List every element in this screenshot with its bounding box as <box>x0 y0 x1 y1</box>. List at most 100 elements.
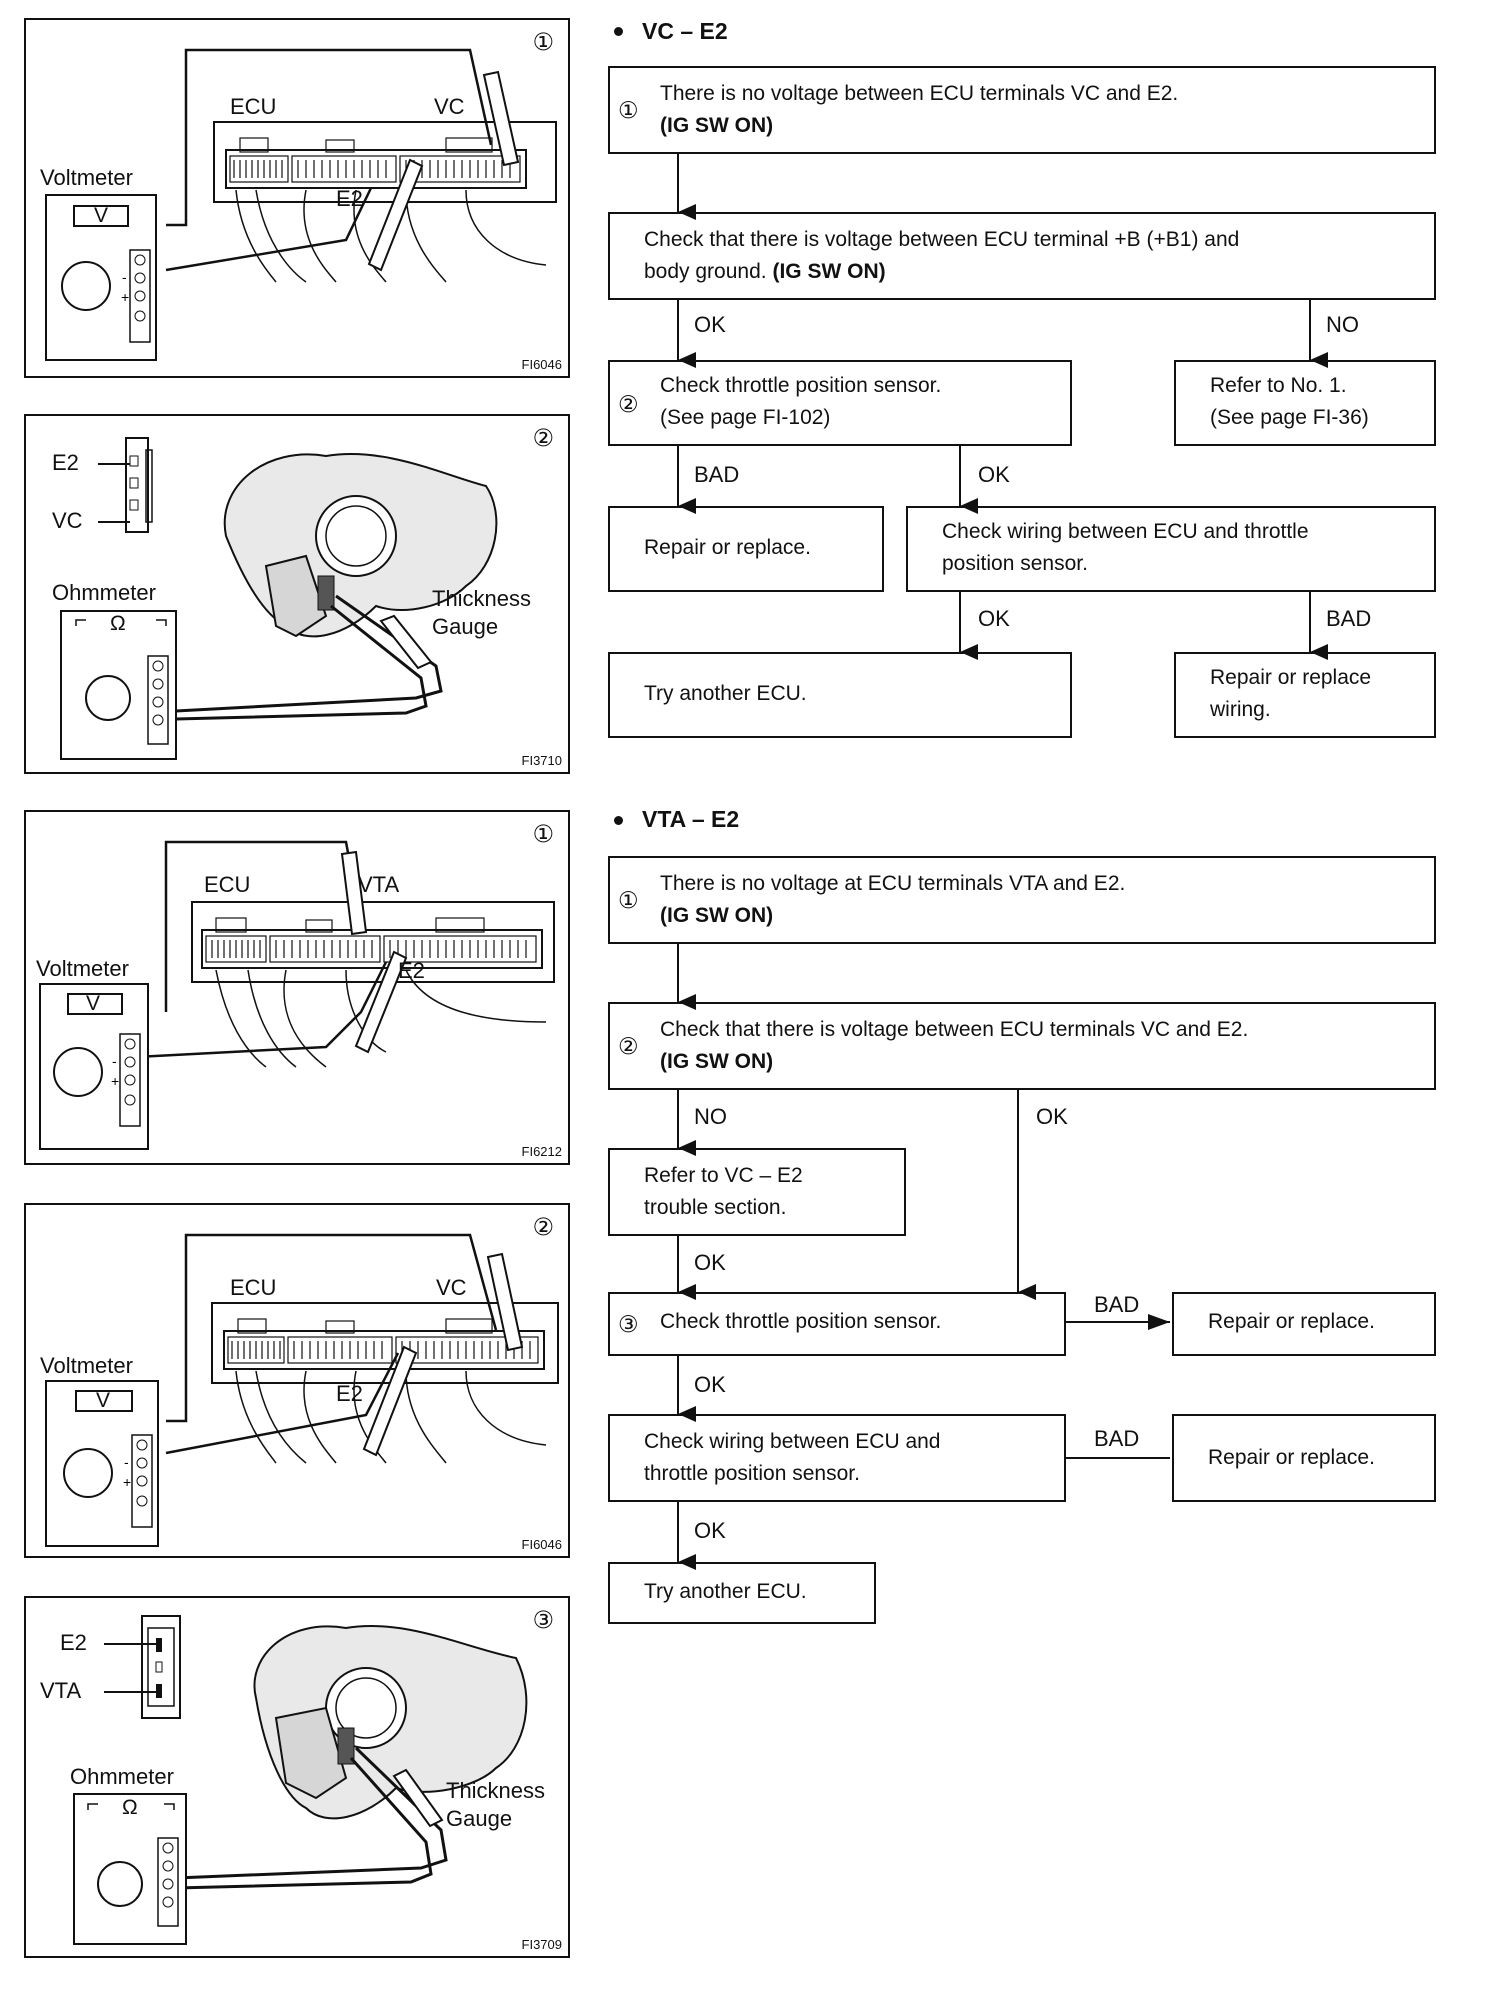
s2-box2-line1: Check that there is voltage between ECU … <box>660 1018 1249 1041</box>
s2-box-repair-replace-1: Repair or replace. <box>1172 1292 1436 1356</box>
s2-box-check-voltage: ② Check that there is voltage between EC… <box>608 1002 1436 1090</box>
s1-box8-line2: wiring. <box>1210 698 1271 721</box>
s2-box-check-wiring: Check wiring between ECU and throttle po… <box>608 1414 1066 1502</box>
s2-box-repair-replace-2: Repair or replace. <box>1172 1414 1436 1502</box>
s1-ok-label-3: OK <box>978 606 1010 631</box>
figure-1-drawing: - + <box>45 48 557 361</box>
svg-text:+: + <box>121 289 129 305</box>
figure-number: ③ <box>532 1607 554 1634</box>
figure-5-ohmmeter-sensor: E2 VTA Ohmmeter Ω Thickness Gauge ③ FI37… <box>24 1596 570 1958</box>
vc-label: VC <box>436 1275 467 1300</box>
s1-box1-line1: There is no voltage between ECU terminal… <box>660 82 1179 105</box>
figure-number: ① <box>532 29 554 56</box>
voltmeter-label: Voltmeter <box>36 956 129 981</box>
figure-number: ① <box>532 821 554 848</box>
svg-text:-: - <box>112 1053 117 1069</box>
s2-ok-label-4: OK <box>694 1518 726 1543</box>
section-2-bullet <box>614 816 623 825</box>
s1-box4-line2: (See page FI-36) <box>1210 406 1369 429</box>
s1-box-check-sensor: ② Check throttle position sensor. (See p… <box>608 360 1072 446</box>
s1-box6-line2: position sensor. <box>942 552 1088 575</box>
s2-bad-label-1: BAD <box>1094 1292 1140 1317</box>
figure-2-ohmmeter-sensor: E2 VC Ohmmeter Ω Thickness Gauge ② FI371… <box>24 414 570 774</box>
s1-box7-line1: Try another ECU. <box>644 682 807 705</box>
ohmmeter-label: Ohmmeter <box>52 580 156 605</box>
vta-label: VTA <box>40 1678 82 1703</box>
s1-box4-line1: Refer to No. 1. <box>1210 374 1347 397</box>
s2-box1-line1: There is no voltage at ECU terminals VTA… <box>660 872 1126 895</box>
s2-no-label-1: NO <box>694 1104 727 1129</box>
s2-ok-label-3: OK <box>694 1372 726 1397</box>
s2-box-try-another-ecu: Try another ECU. <box>608 1562 876 1624</box>
s1-box2-line2a: body ground. <box>644 260 767 283</box>
s1-box5-line1: Repair or replace. <box>644 536 811 559</box>
meter-unit-label: Ω <box>122 1796 138 1819</box>
step-number: ② <box>618 391 639 417</box>
figure-3-voltmeter-ecu: - + ECU VTA E2 Voltmeter V ① FI6212 <box>24 810 570 1165</box>
step-number: ① <box>618 887 639 913</box>
figure-code: FI3710 <box>521 753 562 768</box>
s2-ok-label-2: OK <box>694 1250 726 1275</box>
thickness-gauge-label-1: Thickness <box>432 586 532 611</box>
svg-text:-: - <box>124 1454 129 1470</box>
e2-label: E2 <box>336 1381 363 1406</box>
figure-code: FI6046 <box>521 1537 562 1552</box>
thickness-gauge-label-2: Gauge <box>446 1806 513 1831</box>
figure-number: ② <box>532 425 554 452</box>
figure-code: FI3709 <box>521 1937 562 1952</box>
s1-box-refer-no1: Refer to No. 1. (See page FI-36) <box>1174 360 1436 446</box>
ecu-label: ECU <box>230 1275 277 1300</box>
step-number: ② <box>618 1033 639 1059</box>
ecu-label: ECU <box>204 872 251 897</box>
figure-5-drawing <box>73 1615 528 1945</box>
s1-bad-label-2: BAD <box>1326 606 1372 631</box>
meter-unit-label: V <box>86 992 101 1015</box>
figure-4-voltmeter-ecu: - + ECU VC E2 Voltmeter V ② FI6046 <box>24 1203 570 1558</box>
voltmeter-label: Voltmeter <box>40 165 133 190</box>
vta-label: VTA <box>358 872 400 897</box>
s1-box6-line1: Check wiring between ECU and throttle <box>942 520 1309 543</box>
s2-box8-line1: Try another ECU. <box>644 1580 807 1603</box>
figure-1-voltmeter-ecu: - + ECU VC E2 Voltmeter V ① FI6046 <box>24 18 570 378</box>
s1-ok-label-1: OK <box>694 312 726 337</box>
voltmeter-label: Voltmeter <box>40 1353 133 1378</box>
e2-label: E2 <box>52 450 79 475</box>
ohmmeter-label: Ohmmeter <box>70 1764 174 1789</box>
s1-box-no-voltage: ① There is no voltage between ECU termin… <box>608 66 1436 154</box>
meter-unit-label: Ω <box>110 612 126 635</box>
s1-box8-line1: Repair or replace <box>1210 666 1372 689</box>
section-2-title: VTA – E2 <box>642 806 740 832</box>
step-number: ③ <box>618 1311 639 1337</box>
s2-box-no-voltage: ① There is no voltage at ECU terminals V… <box>608 856 1436 944</box>
s1-no-label-1: NO <box>1326 312 1359 337</box>
s1-bad-label-1: BAD <box>694 462 740 487</box>
s2-box2-line2: (IG SW ON) <box>660 1050 774 1073</box>
s2-box-check-sensor: ③ Check throttle position sensor. <box>608 1292 1066 1356</box>
svg-text:+: + <box>123 1474 131 1490</box>
s1-box3-line1: Check throttle position sensor. <box>660 374 942 397</box>
s1-box-try-another-ecu: Try another ECU. <box>608 652 1072 738</box>
e2-label: E2 <box>398 958 425 983</box>
s2-box3-line1: Refer to VC – E2 <box>644 1164 803 1187</box>
s2-box1-line2: (IG SW ON) <box>660 904 774 927</box>
s2-ok-label-1: OK <box>1036 1104 1068 1129</box>
e2-label: E2 <box>336 186 363 211</box>
s1-ok-label-2: OK <box>978 462 1010 487</box>
s2-box3-line2: trouble section. <box>644 1196 787 1219</box>
s2-box7-line1: Repair or replace. <box>1208 1446 1375 1469</box>
s1-box2-line2: body ground. (IG SW ON) <box>644 256 1434 288</box>
s1-box3-line2: (See page FI-102) <box>660 406 831 429</box>
s2-box6-line1: Check wiring between ECU and <box>644 1430 941 1453</box>
figure-code: FI6046 <box>521 357 562 372</box>
s1-box-repair-wiring: Repair or replace wiring. <box>1174 652 1436 738</box>
figure-number: ② <box>532 1214 554 1241</box>
s1-box-check-voltage: Check that there is voltage between ECU … <box>608 212 1436 300</box>
vc-label: VC <box>52 508 83 533</box>
s1-box2-line1: Check that there is voltage between ECU … <box>644 228 1240 251</box>
figure-3-drawing: - + <box>39 840 555 1150</box>
section-1-title: VC – E2 <box>642 18 728 44</box>
svg-text:-: - <box>122 269 127 285</box>
s2-bad-label-2: BAD <box>1094 1426 1140 1451</box>
s1-box1-line2: (IG SW ON) <box>660 114 774 137</box>
